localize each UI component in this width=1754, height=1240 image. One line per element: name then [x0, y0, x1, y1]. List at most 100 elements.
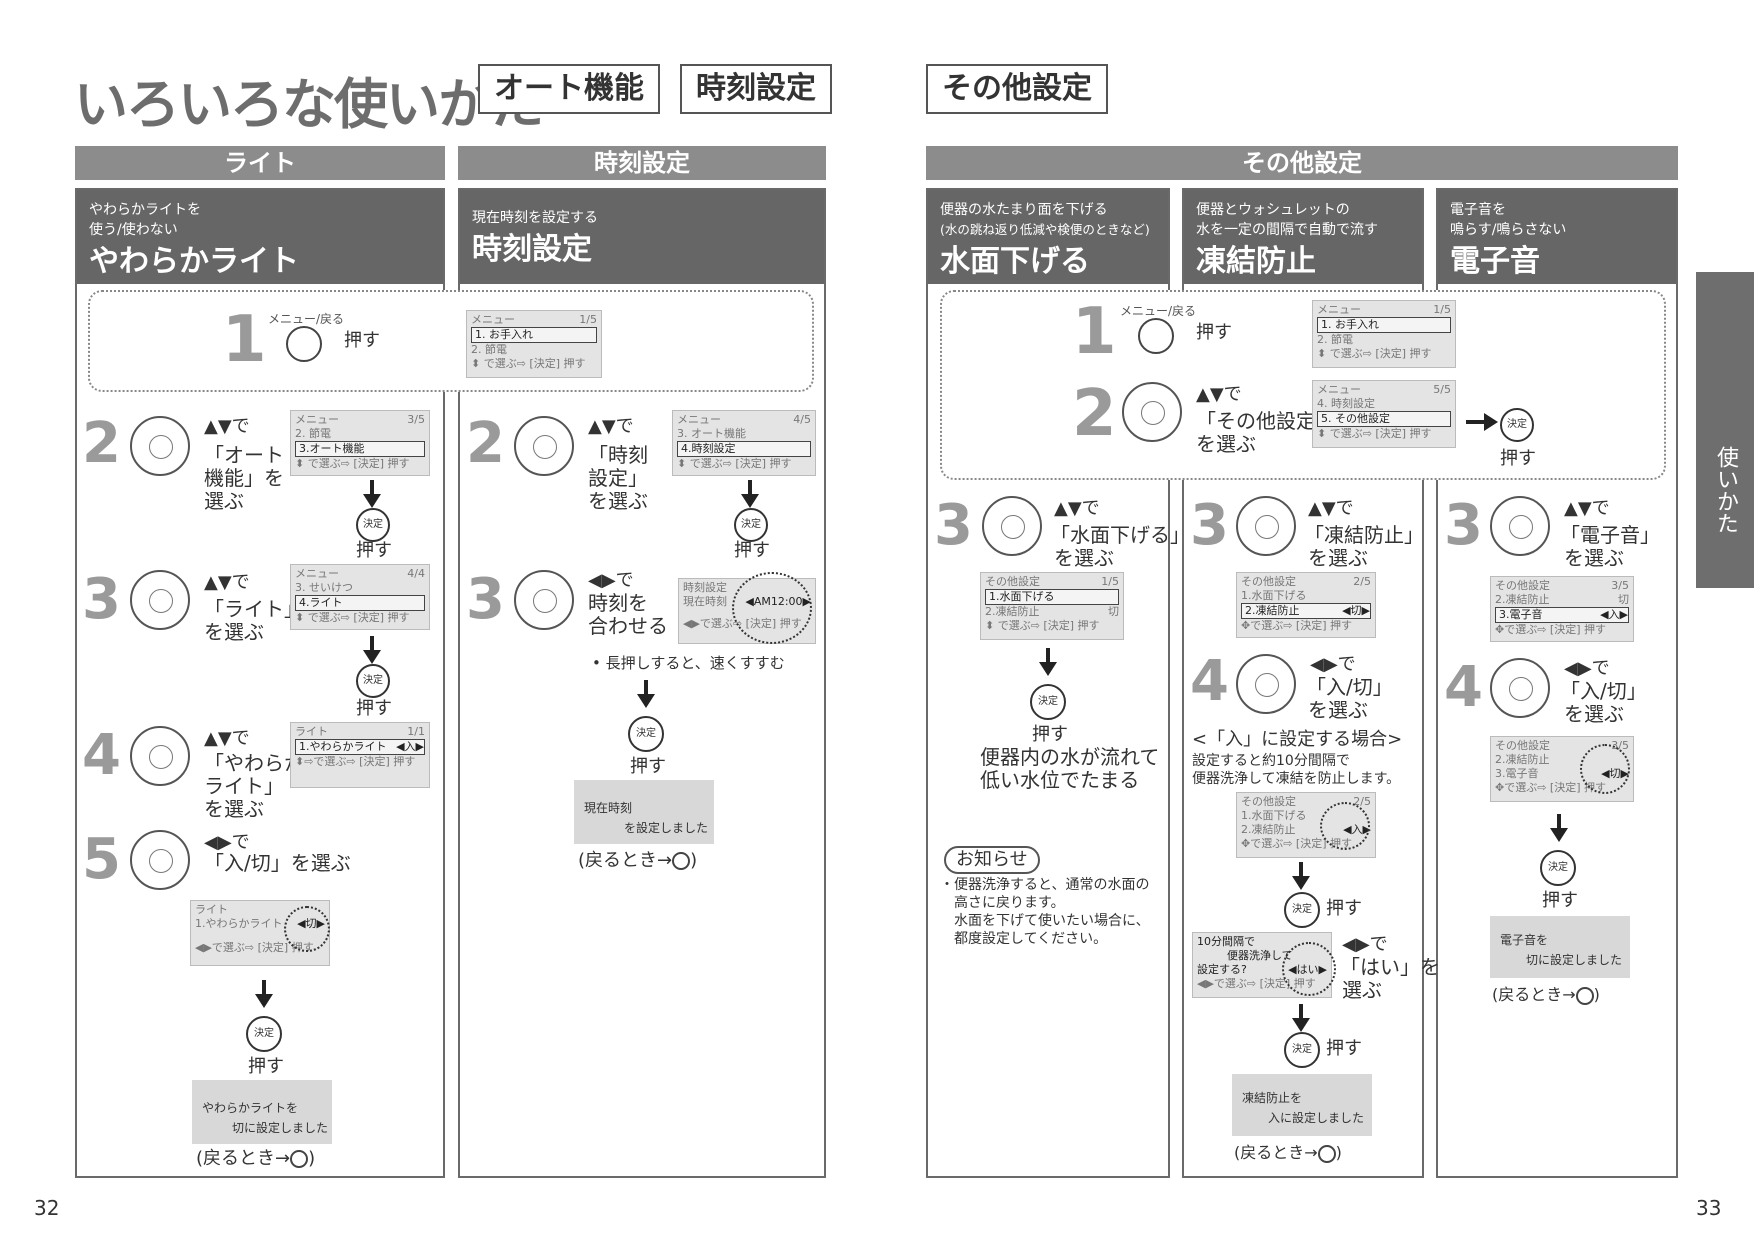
category-header-light: やわらかライトを 使う/使わない やわらかライト	[77, 190, 443, 284]
step-text: 「ライト」	[204, 597, 304, 621]
lcd-foot: ⬍ で選ぶ⇨ [決定] 押す	[471, 357, 586, 370]
result-text: 便器内の水が流れて	[980, 745, 1160, 769]
lcd-row: 2.凍結防止	[1495, 753, 1550, 766]
step-number: 3	[466, 567, 505, 632]
dial-icon	[130, 726, 190, 786]
lcd-row: 4.ライト	[295, 595, 425, 611]
press-label: 押す	[344, 330, 380, 351]
lcd-row: 2.凍結防止	[1245, 604, 1300, 617]
press-label: 押す	[356, 698, 392, 719]
highlight-circle	[1580, 744, 1630, 794]
msg-line: 切に設定しました	[232, 1121, 329, 1135]
updown-de: ▲▼で	[204, 572, 250, 593]
lcd-row: 4.時刻設定	[677, 441, 811, 457]
lcd-page: 1/5	[1433, 303, 1451, 316]
lcd-head: その他設定	[1495, 739, 1550, 752]
enter-button-icon: 決定	[356, 664, 390, 698]
step-text: を選ぶ	[1196, 432, 1256, 456]
highlight-circle	[1320, 802, 1370, 850]
menu-button-icon	[1575, 986, 1594, 1005]
lcd-row: 10分間隔で	[1197, 935, 1255, 948]
lcd-page: 5/5	[1433, 383, 1451, 396]
msg-line: 凍結防止を	[1242, 1091, 1303, 1105]
menu-back-label: メニュー/戻る	[268, 312, 345, 326]
lcd-foot: ⬍⇨で選ぶ⇨ [決定] 押す	[295, 755, 416, 768]
return-note: (戻るとき→)	[578, 850, 697, 872]
lcd-head: メニュー	[471, 313, 515, 326]
result-message: 現在時刻 を設定しました	[574, 780, 714, 844]
lcd-row: 1.やわらかライト	[195, 917, 283, 930]
step-text: を選ぶ	[1054, 546, 1114, 570]
arrow-down-icon	[1299, 1004, 1303, 1020]
lcd-head: メニュー	[1317, 303, 1361, 316]
highlight-circle	[732, 572, 812, 644]
dial-icon	[1490, 496, 1550, 556]
lcd-value: ◀入▶	[1600, 608, 1628, 621]
step-number: 5	[82, 827, 121, 892]
press-label: 押す	[356, 540, 392, 561]
lcd-foot: ⬍ で選ぶ⇨ [決定] 押す	[1317, 427, 1432, 440]
step-text: 選ぶ	[204, 489, 244, 513]
category-header-freeze: 便器とウォシュレットの 水を一定の間隔で自動で流す 凍結防止	[1184, 190, 1422, 284]
subtitle: 鳴らす/鳴らさない	[1450, 222, 1567, 238]
dial-icon	[130, 570, 190, 630]
leftright-de: ◀▶で	[1564, 658, 1610, 679]
lcd-page: 3/5	[407, 413, 425, 426]
lcd-row: 現在時刻	[683, 595, 727, 608]
subtitle: やわらかライトを	[89, 202, 201, 218]
category-header-clock: 現在時刻を設定する 時刻設定	[460, 190, 824, 284]
step-text: を選ぶ	[1564, 546, 1624, 570]
dial-icon	[1236, 496, 1296, 556]
step-text: を選ぶ	[204, 620, 264, 644]
return-note: (戻るとき→)	[1234, 1142, 1342, 1164]
subtitle: 便器とウォシュレットの	[1196, 202, 1350, 218]
return-text: (戻るとき→	[578, 850, 673, 871]
msg-line: 切に設定しました	[1526, 953, 1623, 967]
arrow-down-icon	[741, 494, 759, 508]
lcd-row: 3.オート機能	[295, 441, 425, 457]
press-label: 押す	[1326, 898, 1362, 919]
result-text: 低い水位でたまる	[980, 768, 1140, 792]
return-note: (戻るとき→)	[196, 1148, 315, 1170]
category-header-beep: 電子音を 鳴らす/鳴らさない 電子音	[1438, 190, 1676, 284]
return-note: (戻るとき→)	[1492, 984, 1600, 1006]
notice-text: 水面を下げて使いたい場合に、	[954, 913, 1150, 929]
leftright-de: ◀▶で	[588, 570, 634, 591]
lcd-row: 2. 節電	[1317, 333, 1353, 346]
lcd-page: 1/1	[407, 725, 425, 738]
lcd-row: 3. オート機能	[677, 427, 746, 440]
return-text: )	[308, 1148, 316, 1169]
result-message: 凍結防止を 入に設定しました	[1232, 1074, 1372, 1136]
step-text: 「入/切」	[1306, 675, 1393, 699]
arrow-down-icon	[1557, 814, 1561, 830]
step-number: 4	[1444, 655, 1483, 720]
return-text: )	[690, 850, 698, 871]
lcd-page: 3/5	[1611, 579, 1629, 592]
step-text: 「入/切」を選ぶ	[204, 851, 351, 875]
press-label: 押す	[248, 1056, 284, 1077]
category-title: 凍結防止	[1196, 244, 1316, 279]
updown-de: ▲▼で	[1196, 384, 1242, 405]
category-header-water: 便器の水たまり面を下げる (水の跳ね返り低減や検便のときなど) 水面下げる	[928, 190, 1168, 284]
updown-de: ▲▼で	[588, 416, 634, 437]
step-number: 3	[1190, 493, 1229, 558]
return-text: (戻るとき→	[1492, 985, 1576, 1004]
lcd-page: 1/5	[579, 313, 597, 326]
section-other: その他設定	[926, 146, 1678, 180]
menu-button-icon	[286, 326, 322, 362]
lcd-row: 3.電子音	[1495, 767, 1539, 780]
dial-icon	[1122, 382, 1182, 442]
arrow-down-icon	[1550, 828, 1568, 842]
enter-button-icon: 決定	[1284, 1032, 1320, 1068]
lcd-head: その他設定	[1241, 795, 1296, 808]
lcd-row: 3.電子音	[1499, 608, 1543, 621]
side-tab: 使いかた	[1696, 272, 1754, 588]
return-text: (戻るとき→	[196, 1148, 291, 1169]
lcd-row: 2.凍結防止	[985, 605, 1040, 618]
